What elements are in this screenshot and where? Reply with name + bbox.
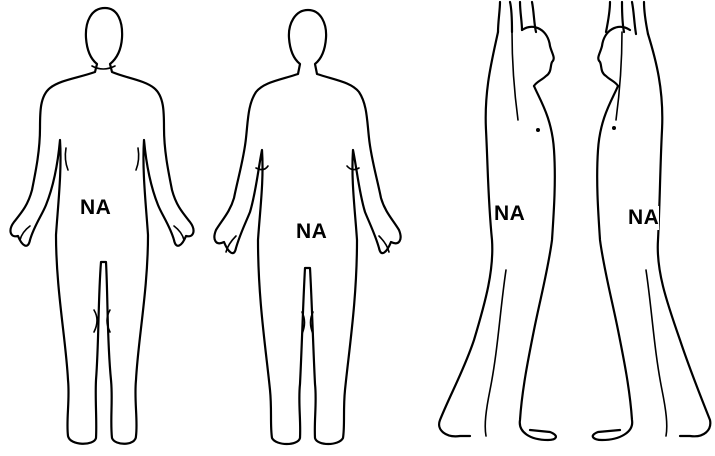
right-side-back-outline	[439, 32, 498, 436]
left-side-head	[598, 27, 630, 86]
left-side-front-outline	[593, 86, 632, 440]
front-elbow-left	[65, 148, 68, 170]
left-side-view-na-label: NA	[628, 206, 659, 230]
left-side-inner-leg	[646, 270, 667, 436]
right-side-view-na-label: NA	[494, 202, 525, 226]
front-view-figure	[11, 8, 194, 444]
front-thumb-right	[174, 226, 184, 240]
left-side-nipple-mark	[612, 126, 616, 130]
front-figure-outline	[11, 8, 194, 444]
right-side-arm-front	[512, 32, 518, 120]
back-view-na-label: NA	[296, 220, 327, 244]
right-side-head	[522, 27, 554, 86]
front-thumb-left	[20, 226, 30, 240]
right-side-nipple-mark	[536, 128, 540, 132]
front-elbow-right	[136, 148, 139, 170]
right-side-front-outline	[520, 86, 556, 440]
right-side-inner-leg	[485, 270, 506, 436]
front-view-na-label: NA	[80, 196, 111, 220]
left-side-back-outline	[648, 34, 710, 436]
front-knee-left	[94, 310, 97, 332]
left-side-arm-front	[616, 32, 622, 120]
